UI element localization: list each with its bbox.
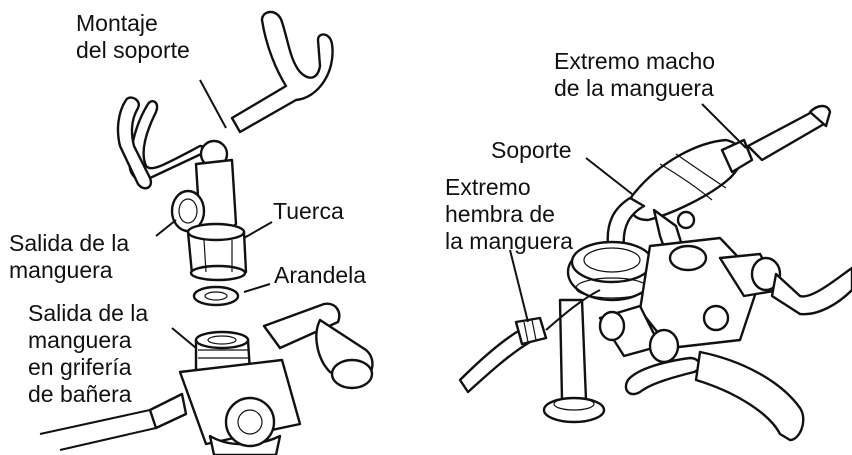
label-hose-male-end: Extremo macho de la manguera — [554, 48, 715, 102]
leader-hose-male-end — [701, 103, 747, 149]
label-tub-faucet-hose-outlet: Salida de la manguera en grifería de bañ… — [28, 300, 148, 408]
label-hose-male-end-line-2: de la manguera — [554, 75, 714, 101]
leader-support-assembly — [199, 79, 227, 129]
leader-support — [585, 157, 633, 195]
leader-hose-outlet — [155, 219, 177, 237]
support-assembly-drawing — [116, 10, 334, 238]
label-tub-faucet-line-4: de bañera — [28, 381, 132, 407]
label-hose-female-end-line-2: hembra de — [445, 201, 555, 227]
label-tub-faucet-line-2: manguera — [28, 327, 132, 353]
nut-drawing — [186, 222, 248, 282]
label-support-assembly: Montaje del soporte — [76, 10, 190, 64]
label-hose-female-end: Extremo hembra de la manguera — [445, 174, 573, 255]
leader-hose-female-end — [509, 249, 529, 323]
label-tub-faucet-line-3: en grifería — [28, 354, 132, 380]
label-support-assembly-line-1: Montaje — [76, 10, 158, 36]
washer-drawing — [192, 285, 240, 307]
leader-tub-faucet-outlet — [171, 327, 197, 349]
label-tub-faucet-line-1: Salida de la — [28, 300, 149, 326]
hose-drawing — [458, 289, 601, 394]
label-support-assembly-line-2: del soporte — [76, 37, 190, 63]
label-hose-outlet-line-1: Salida de la — [9, 230, 130, 256]
label-hose-outlet-line-2: manguera — [9, 257, 113, 283]
leader-nut — [243, 221, 273, 239]
label-hose-outlet: Salida de la manguera — [9, 230, 129, 284]
label-hose-female-end-line-3: la manguera — [445, 228, 573, 254]
leader-washer — [243, 283, 271, 293]
label-nut: Tuerca — [273, 198, 344, 224]
hand-shower-drawing — [628, 104, 832, 222]
label-hose-male-end-line-1: Extremo macho — [554, 48, 716, 74]
label-support: Soporte — [491, 137, 572, 163]
tub-faucet-drawing — [39, 302, 374, 455]
faucet-body-drawing — [542, 236, 852, 442]
label-washer: Arandela — [274, 262, 367, 288]
label-hose-female-end-line-1: Extremo — [445, 174, 531, 200]
